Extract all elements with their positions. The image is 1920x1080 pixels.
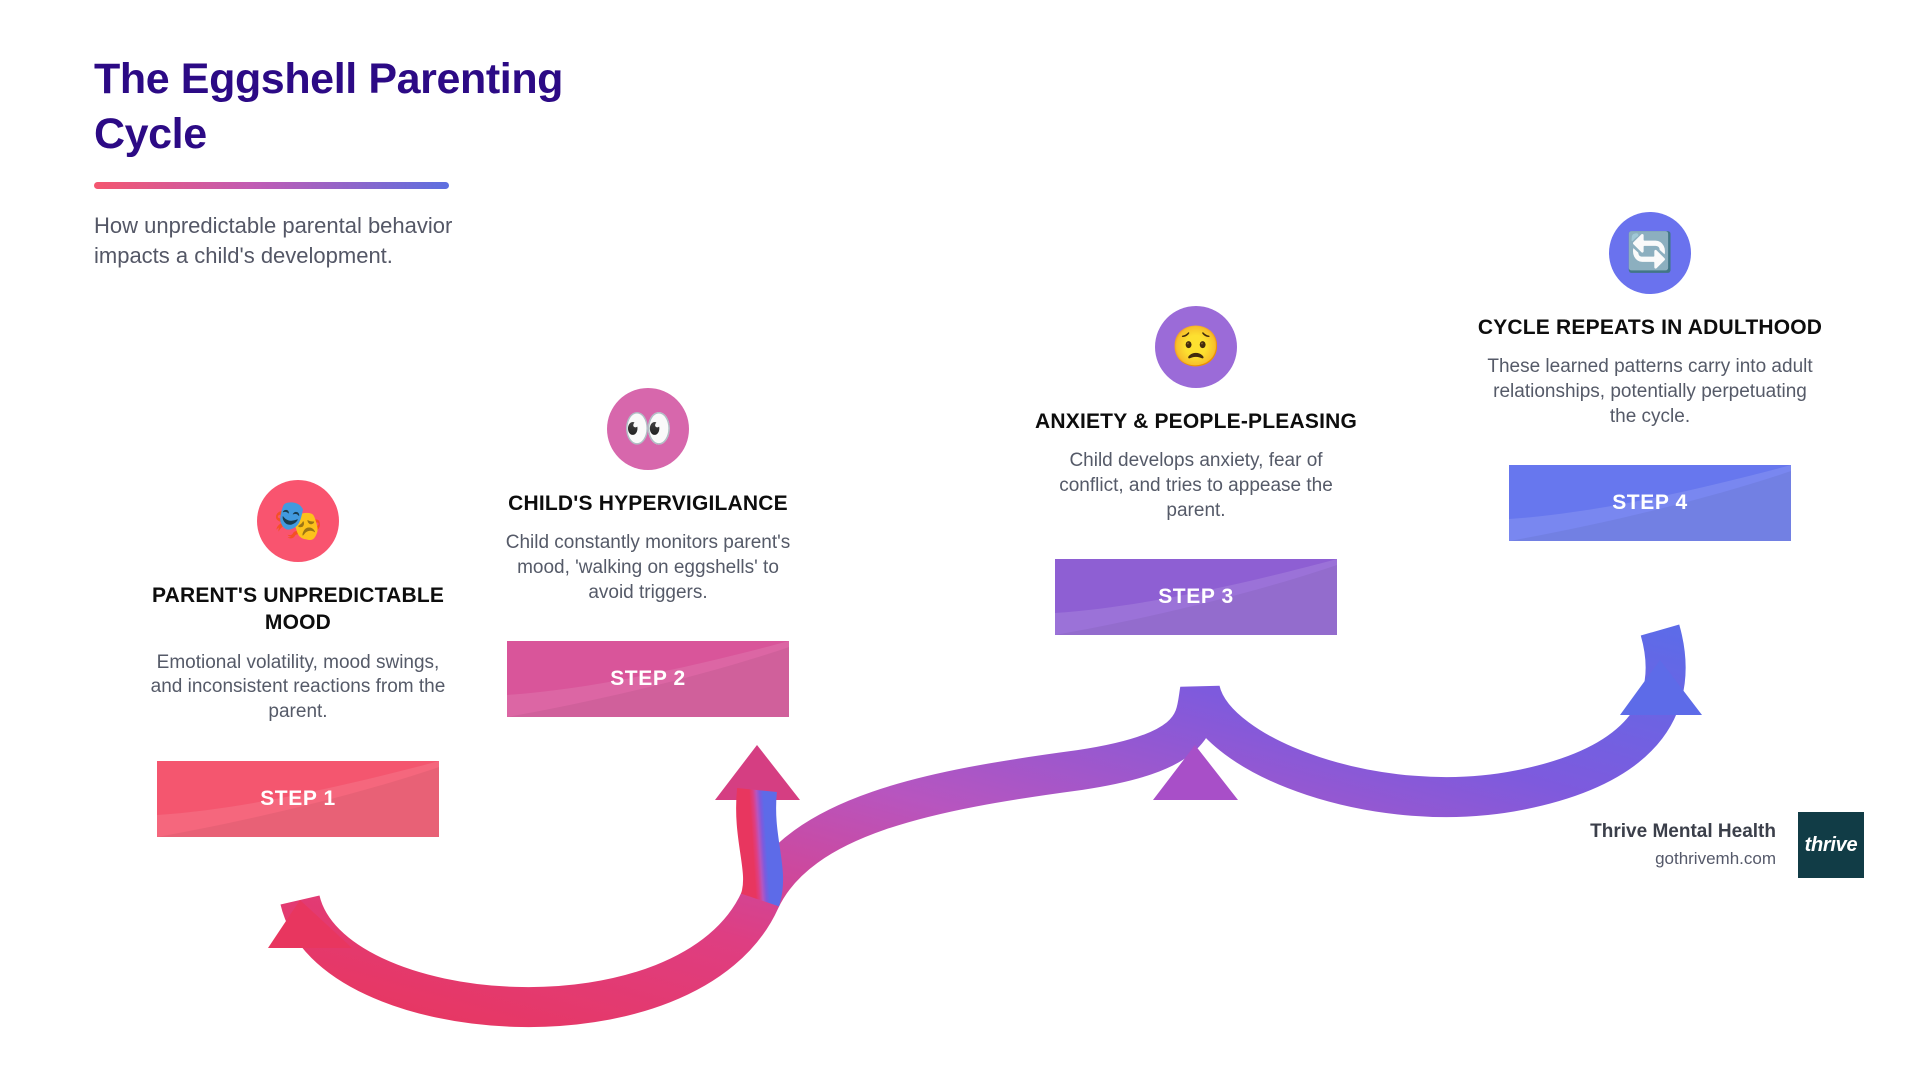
step-1-title: PARENT'S UNPREDICTABLE MOOD — [151, 584, 445, 635]
step-3-title: ANXIETY & PEOPLE-PLEASING — [1035, 410, 1357, 433]
worried-face-icon: 😟 — [1171, 325, 1221, 369]
banner-sheen — [1055, 559, 1337, 636]
step-4-banner-label: STEP 4 — [1612, 491, 1688, 515]
step-2-title: CHILD'S HYPERVIGILANCE — [508, 492, 788, 515]
page-title: The Eggshell Parenting Cycle — [94, 52, 594, 162]
header: The Eggshell Parenting Cycle How unpredi… — [94, 52, 654, 272]
page-title-line-1: The Eggshell Parenting — [94, 55, 564, 103]
step-1-banner[interactable]: STEP 1 — [157, 760, 439, 837]
step-3-icon-circle: 😟 — [1155, 306, 1237, 388]
footer-text: Thrive Mental Health gothrivemh.com — [1590, 819, 1776, 871]
thrive-logo: thrive — [1798, 812, 1864, 878]
banner-sheen — [1509, 465, 1791, 542]
step-1-banner-label: STEP 1 — [260, 786, 336, 810]
footer-brand-name: Thrive Mental Health — [1590, 820, 1776, 842]
step-4-title: CYCLE REPEATS IN ADULTHOOD — [1477, 316, 1823, 339]
step-4-icon-circle: 🔄 — [1609, 212, 1691, 294]
step-2-icon-circle: 👀 — [607, 388, 689, 470]
step-1: 🎭 PARENT'S UNPREDICTABLE MOOD Emotional … — [118, 480, 478, 837]
step-4-description: These learned patterns carry into adult … — [1487, 356, 1813, 427]
step-1-description: Emotional volatility, mood swings, and i… — [150, 651, 446, 722]
step-3-description: Child develops anxiety, fear of conflict… — [1059, 450, 1333, 521]
footer-website-url[interactable]: gothrivemh.com — [1655, 849, 1776, 869]
step-2: 👀 CHILD'S HYPERVIGILANCE Child constantl… — [468, 388, 828, 718]
refresh-cycle-icon: 🔄 — [1626, 232, 1674, 274]
step-2-banner[interactable]: STEP 2 — [507, 641, 789, 718]
step-3: 😟 ANXIETY & PEOPLE-PLEASING Child develo… — [1016, 306, 1376, 636]
step-3-banner[interactable]: STEP 3 — [1055, 559, 1337, 636]
step-2-description: Child constantly monitors parent's mood,… — [505, 532, 791, 603]
performing-arts-masks-icon: 🎭 — [273, 499, 323, 543]
eyes-icon: 👀 — [623, 407, 673, 451]
step-4-banner[interactable]: STEP 4 — [1509, 465, 1791, 542]
thrive-logo-text: thrive — [1804, 833, 1858, 856]
step-3-banner-label: STEP 3 — [1158, 585, 1234, 609]
page-title-line-2: Cycle — [94, 110, 207, 159]
step-2-banner-label: STEP 2 — [610, 667, 686, 691]
page-subtitle: How unpredictable parental behavior impa… — [94, 213, 453, 269]
step-4: 🔄 CYCLE REPEATS IN ADULTHOOD These learn… — [1470, 212, 1830, 542]
footer: Thrive Mental Health gothrivemh.com thri… — [1590, 812, 1864, 878]
title-underline-rule — [94, 182, 449, 190]
step-1-icon-circle: 🎭 — [257, 480, 339, 562]
